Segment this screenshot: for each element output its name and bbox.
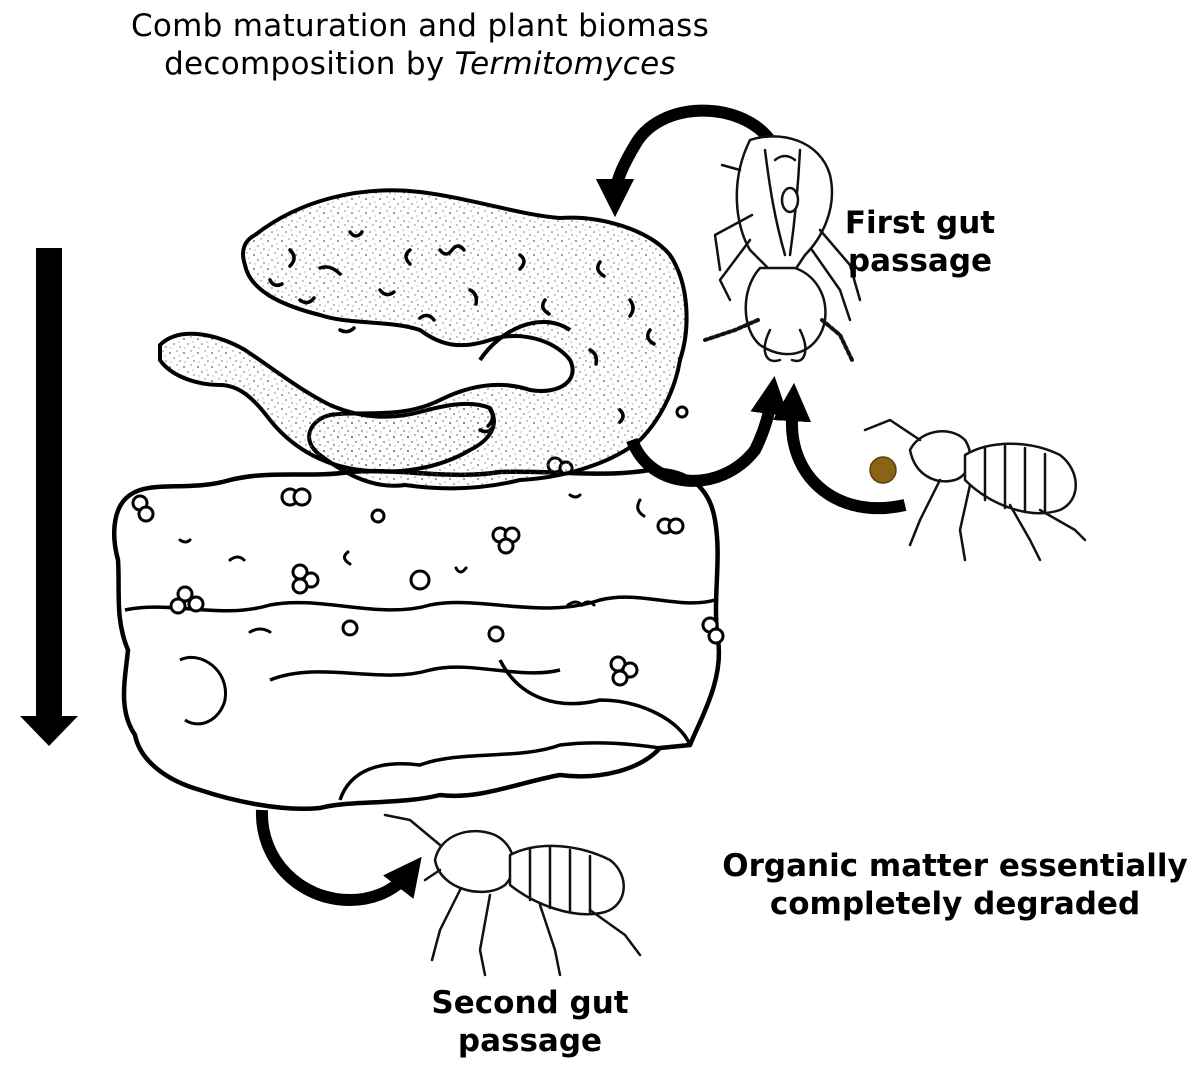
title-line-2-italic: Termitomyces <box>454 45 676 82</box>
first-gut-label: First gut passage <box>820 205 1020 281</box>
fresh-comb-hyphae <box>268 230 656 434</box>
organic-line-2: completely degraded <box>769 885 1141 922</box>
title-line-2-prefix: decomposition by <box>164 45 445 82</box>
hyphae-marks <box>178 493 646 634</box>
fresh-comb <box>158 188 689 491</box>
old-comb <box>111 467 722 811</box>
fungal-nodules <box>131 405 725 687</box>
cycle-arrows <box>255 104 907 907</box>
title-line-1: Comb maturation and plant biomass <box>130 8 710 44</box>
second-gut-line-1: Second gut <box>431 985 629 1021</box>
first-gut-line-1: First gut <box>844 205 996 241</box>
termite-first-gut-icon <box>703 135 862 363</box>
first-gut-line-2: passage <box>847 242 993 279</box>
termite-foraging-icon <box>863 418 1087 562</box>
title-line-2: decomposition by Termitomyces <box>60 46 780 84</box>
organic-matter-label: Organic matter essentially completely de… <box>700 848 1200 924</box>
diagram-title: Comb maturation and plant biomass decomp… <box>60 8 780 84</box>
second-gut-label: Second gut passage <box>380 985 680 1061</box>
maturation-arrow <box>20 248 78 746</box>
termite-second-gut-icon <box>383 813 642 977</box>
second-gut-line-2: passage <box>457 1022 603 1059</box>
organic-line-1: Organic matter essentially <box>722 848 1188 884</box>
